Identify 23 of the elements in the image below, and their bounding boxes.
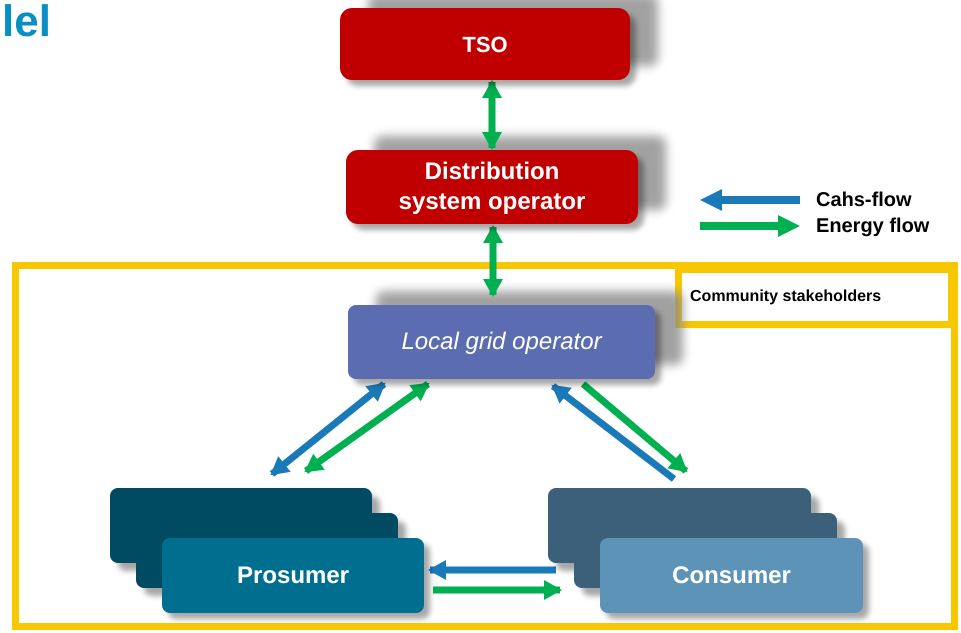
box-label: Distribution system operator bbox=[398, 157, 586, 217]
arrow bbox=[550, 383, 676, 482]
process-box bbox=[348, 305, 655, 379]
arrow bbox=[304, 381, 430, 474]
arrow bbox=[270, 381, 386, 477]
group-heading: Community stakeholders bbox=[690, 287, 882, 307]
legend-label: Cahs-flow bbox=[816, 188, 912, 212]
group-frame bbox=[12, 262, 958, 630]
box-label: Prosumer bbox=[236, 560, 350, 590]
arrow bbox=[433, 580, 562, 600]
arrow bbox=[482, 80, 502, 150]
process-box bbox=[346, 150, 638, 224]
legend-label: Energy flow bbox=[816, 214, 930, 238]
page-title: lel bbox=[2, 0, 51, 44]
card-stack bbox=[548, 488, 863, 613]
box-label: Consumer bbox=[671, 560, 792, 590]
arrow bbox=[483, 225, 503, 297]
process-box bbox=[340, 8, 630, 80]
box-label: TSO bbox=[461, 30, 509, 58]
arrow bbox=[428, 560, 556, 580]
box-label: Local grid operator bbox=[400, 327, 604, 357]
arrow bbox=[580, 381, 688, 474]
card-stack bbox=[110, 488, 424, 613]
